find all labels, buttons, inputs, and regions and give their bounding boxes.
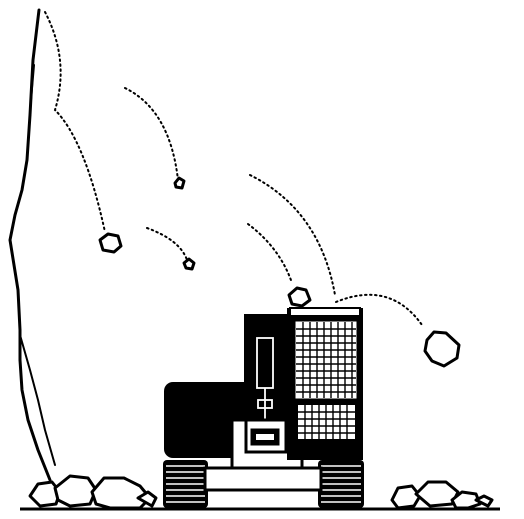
rock-trajectories — [45, 12, 422, 325]
trajectory-3 — [147, 228, 187, 260]
left-track — [163, 460, 208, 508]
rock-icon — [425, 332, 459, 366]
rock-icon — [184, 259, 194, 269]
excavator — [163, 308, 364, 508]
rock-icon — [100, 234, 121, 252]
trajectory-4 — [250, 175, 335, 295]
trajectory-2 — [125, 88, 178, 180]
right-track — [318, 460, 364, 508]
undercarriage — [205, 468, 321, 490]
trajectory-5 — [248, 224, 292, 283]
cab-protective-guard — [287, 308, 363, 460]
rock-icon — [175, 178, 184, 188]
trajectory-1 — [45, 12, 105, 232]
cliff-edge-line — [10, 10, 50, 480]
boom-arm — [244, 314, 290, 422]
rock-icon — [289, 288, 310, 306]
ground-rocks-right — [392, 482, 492, 508]
cliff-face — [10, 10, 55, 480]
